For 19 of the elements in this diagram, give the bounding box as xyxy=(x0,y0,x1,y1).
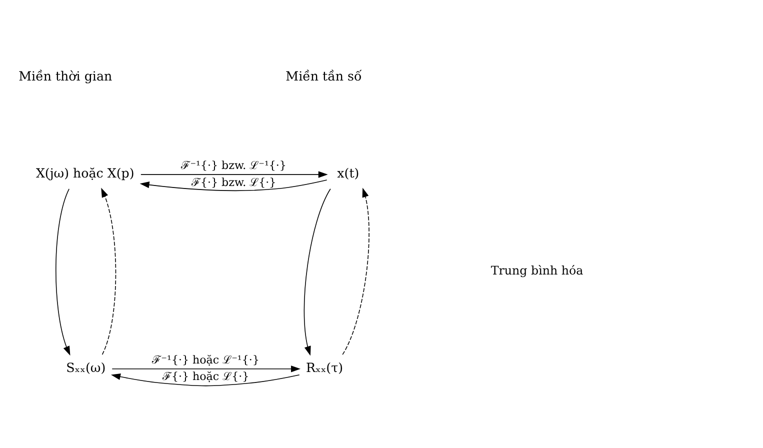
arrow xyxy=(112,365,301,372)
arrow xyxy=(140,179,328,191)
node-text: X(jω) hoặc X(p) xyxy=(36,165,134,180)
arrow xyxy=(304,188,331,356)
label: Trung bình hóa xyxy=(490,262,584,277)
arrow xyxy=(56,188,70,356)
edge-label: ℱ{·} bzw. ℒ{·} xyxy=(191,175,276,188)
arrow xyxy=(110,372,300,386)
node-text: Rₓₓ(τ) xyxy=(306,359,344,374)
label: Miền thời gian xyxy=(18,68,112,83)
node-text: Sₓₓ(ω) xyxy=(66,359,106,374)
edge-label: ℱ{·} hoặc ℒ{·} xyxy=(162,370,250,383)
arrow xyxy=(342,187,370,354)
arrow xyxy=(101,187,116,354)
arrow xyxy=(140,170,328,178)
edge-label: ℱ⁻¹{·} hoặc ℒ⁻¹{·} xyxy=(152,353,260,366)
label: Miền tần số xyxy=(286,68,362,83)
edge-label: ℱ⁻¹{·} bzw. ℒ⁻¹{·} xyxy=(181,158,286,172)
node-text: x(t) xyxy=(337,165,360,180)
